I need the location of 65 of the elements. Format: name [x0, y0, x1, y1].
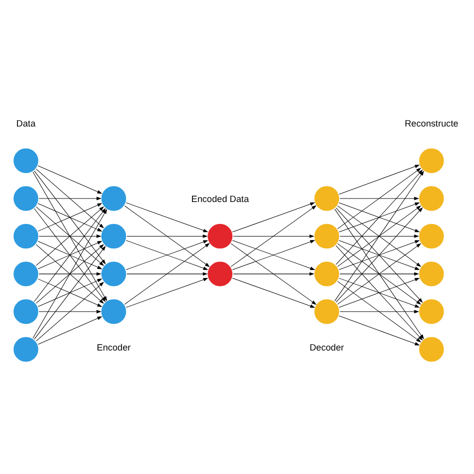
label: Encoded Data [191, 194, 249, 204]
node-circle [12, 184, 40, 212]
arrow [337, 205, 422, 266]
label: Data [16, 118, 36, 128]
arrow [34, 170, 106, 264]
node-circle [313, 298, 340, 325]
arrow [337, 167, 422, 229]
arrow [126, 272, 208, 276]
arrow [232, 240, 316, 270]
arrow [334, 208, 424, 339]
node-circle [12, 298, 40, 325]
arrow [38, 272, 102, 276]
arrow [126, 202, 208, 232]
arrow [38, 202, 102, 231]
node-circle [418, 260, 446, 288]
arrow [338, 240, 420, 270]
arrow [336, 169, 423, 264]
arrow [38, 234, 102, 238]
arrow [232, 234, 314, 238]
arrow [126, 234, 208, 238]
arrow [124, 205, 210, 267]
node-circle [313, 184, 340, 212]
arrow [38, 316, 102, 344]
node-circle [12, 335, 40, 363]
arrow [338, 277, 420, 308]
arrow [340, 234, 420, 238]
arrow [232, 277, 316, 308]
arrow [337, 280, 422, 342]
arrow [340, 272, 420, 276]
arrow [126, 240, 208, 270]
arrow [38, 309, 102, 313]
arrow [32, 208, 108, 338]
node-circle [12, 260, 40, 288]
node-circle [206, 260, 234, 288]
arrow [38, 240, 102, 269]
arrow [232, 202, 316, 232]
arrow [38, 165, 102, 194]
arrow [232, 272, 314, 276]
node-circle [12, 146, 40, 174]
arrow [337, 242, 422, 304]
arrow [338, 315, 420, 345]
label: Decoder [310, 342, 344, 352]
arrow [336, 244, 423, 340]
label: Encoder [96, 342, 131, 352]
arrow [340, 309, 420, 313]
label: Reconstructe [404, 118, 458, 128]
arrow [338, 164, 420, 194]
arrow [38, 278, 102, 306]
node-circle [12, 222, 40, 250]
arrow [126, 277, 208, 308]
arrow [38, 196, 102, 200]
node-circle [313, 222, 340, 250]
arrow [124, 242, 210, 304]
arrow [36, 244, 104, 304]
arrow [334, 170, 424, 301]
node-circle [313, 260, 340, 288]
arrow [230, 242, 317, 304]
arrow [32, 171, 108, 301]
arrow [36, 168, 104, 228]
arrow [340, 196, 420, 200]
node-circle [206, 222, 234, 250]
arrow [36, 281, 104, 341]
node-circle [418, 222, 446, 250]
arrow [34, 245, 106, 340]
arrow [230, 204, 317, 266]
